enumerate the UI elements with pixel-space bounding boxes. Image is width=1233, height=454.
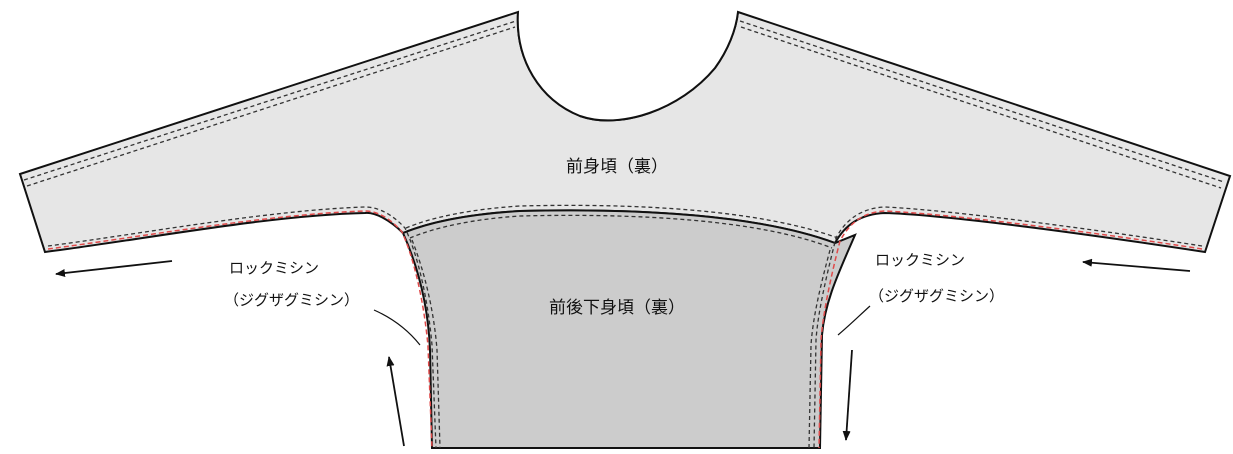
arrow-right-sleeve <box>1082 258 1191 272</box>
left-zigzag-label: （ジグザグミシン） <box>224 291 359 309</box>
left-leader-line <box>373 309 421 346</box>
arrow-right-side <box>842 349 853 441</box>
lower-left-inner-stitch <box>411 239 441 449</box>
right-underarm-stitch <box>813 206 1203 449</box>
neckline <box>516 11 739 122</box>
right-leader-line <box>837 305 871 336</box>
right-shoulder-stitch-2 <box>740 26 1222 189</box>
left-overlock-label: ロックミシン <box>229 259 319 277</box>
left-shoulder-stitch <box>23 20 517 181</box>
arrow-left-side <box>386 356 405 447</box>
lower-top-stitch-2 <box>409 214 833 249</box>
front-body-label: 前身頃（裏） <box>566 156 668 177</box>
right-overlock-label: ロックミシン <box>875 251 965 269</box>
arrow-left-sleeve <box>55 260 173 277</box>
lower-body-label: 前後下身頃（裏） <box>549 297 685 318</box>
right-overlock-red <box>818 210 1203 449</box>
left-overlock-red <box>47 210 433 449</box>
left-shoulder-stitch-2 <box>26 26 516 187</box>
left-underarm-stitch <box>47 206 437 449</box>
right-shoulder-stitch <box>739 20 1225 183</box>
lower-body-piece <box>401 209 857 449</box>
right-zigzag-label: （ジグザグミシン） <box>869 287 1004 305</box>
